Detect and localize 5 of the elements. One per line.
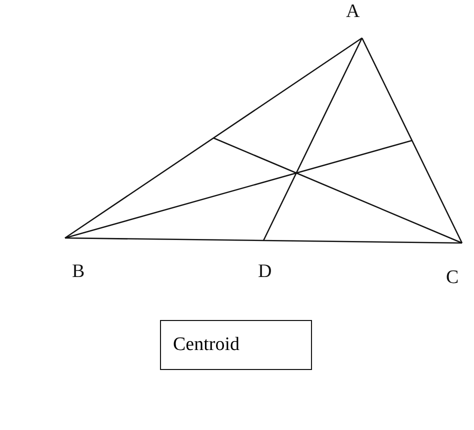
caption-box: Centroid bbox=[160, 320, 312, 370]
vertex-label: B bbox=[72, 262, 85, 281]
vertex-label: D bbox=[258, 262, 272, 281]
vertex-label: A bbox=[346, 2, 360, 21]
vertex-label: C bbox=[446, 268, 459, 287]
